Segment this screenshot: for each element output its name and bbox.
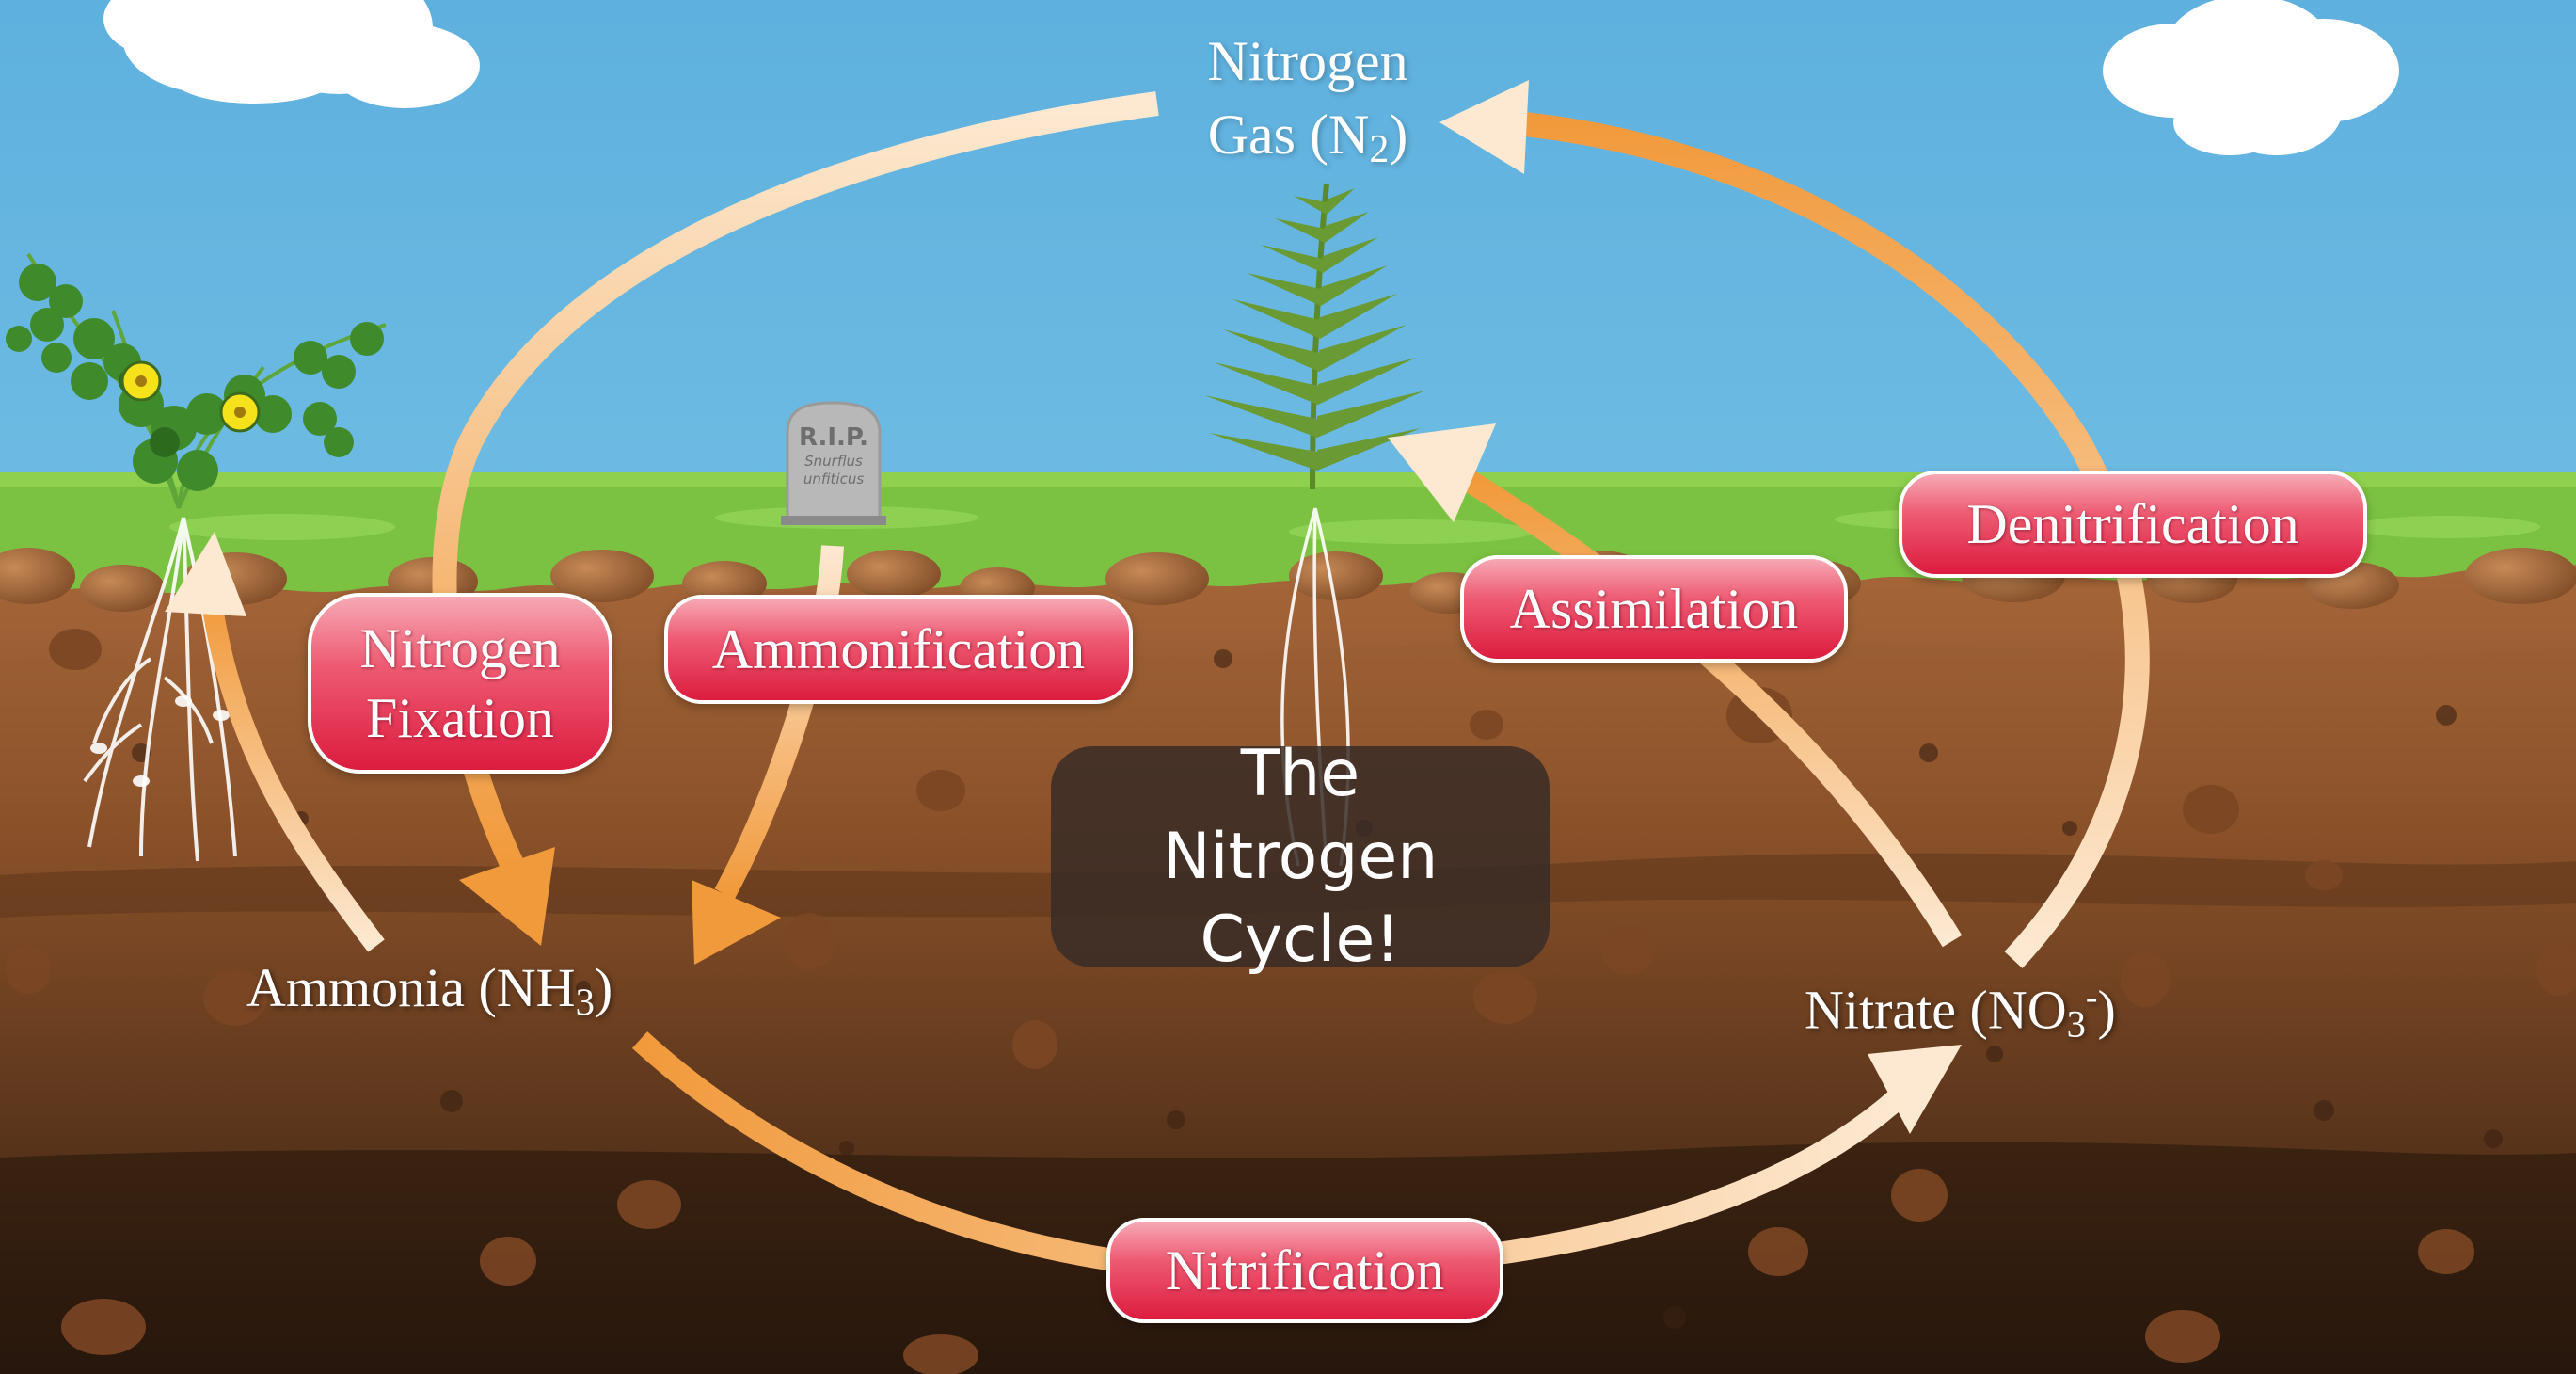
nitrification-pill: Nitrification — [1106, 1218, 1503, 1323]
arrow-ammonia-uptake — [201, 600, 385, 952]
arrow-ammonification — [714, 545, 844, 900]
tombstone-title: R.I.P. — [798, 423, 869, 452]
tombstone-line2: unfiticus — [803, 471, 865, 487]
assimilation-pill: Assimilation — [1460, 555, 1848, 663]
nitrogen-gas-line1: Nitrogen — [1207, 30, 1408, 92]
tombstone — [781, 401, 886, 525]
cloud-left — [103, 0, 480, 108]
tombstone-line1: Snurflus — [804, 453, 863, 470]
denitrification-pill: Denitrification — [1899, 471, 2367, 578]
nitrogen-fixation-line2: Fixation — [365, 687, 554, 749]
diagram-title: The Nitrogen Cycle! — [1162, 736, 1439, 977]
nitrate-label: Nitrate (NO3-) — [1805, 978, 2116, 1046]
arrow-denitrification — [1503, 110, 2150, 968]
nitrogen-gas-line2: Gas (N2) — [1207, 104, 1408, 172]
clover-plant — [6, 252, 387, 862]
tombstone-text: R.I.P. Snurflus unfiticus — [787, 423, 880, 487]
fern-plant — [1204, 183, 1425, 867]
soil-pebbles — [6, 629, 2576, 1374]
clover-roots — [83, 517, 237, 862]
cloud-right — [2103, 0, 2399, 155]
ammonification-pill: Ammonification — [664, 595, 1133, 704]
ammonia-label: Ammonia (NH3) — [246, 957, 613, 1023]
nitrogen-fixation-line1: Nitrogen — [359, 617, 561, 679]
arrow-assimilation — [1461, 470, 1963, 948]
nitrogen-gas-label: Nitrogen Gas (N2) — [1171, 24, 1444, 186]
clover-flower — [120, 360, 261, 433]
nitrogen-fixation-pill: Nitrogen Fixation — [308, 593, 612, 774]
diagram-title-box: The Nitrogen Cycle! — [1051, 737, 1550, 977]
